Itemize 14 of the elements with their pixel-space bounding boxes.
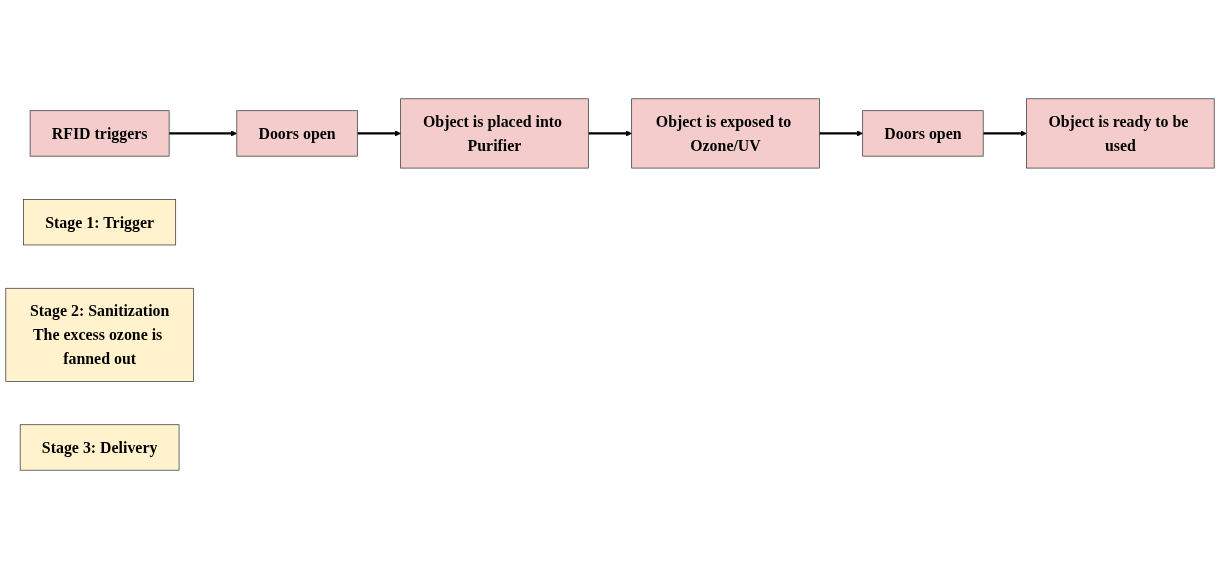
node-box: Object is placed into Purifier: [400, 97, 589, 168]
node-box: Stage 2: Sanitization The excess ozone is fanned out: [5, 287, 194, 382]
node-box: Object is ready to be used: [1026, 97, 1215, 168]
node-box: Doors open: [236, 109, 358, 157]
arrow: [983, 129, 1027, 137]
node-box: Stage 3: Delivery: [19, 423, 180, 471]
arrow: [588, 129, 632, 137]
arrow: [819, 129, 863, 137]
arrow: [169, 129, 238, 137]
node-box: Object is exposed to Ozone/UV: [631, 97, 820, 168]
arrow: [357, 129, 401, 137]
node-box: Stage 1: Trigger: [23, 198, 177, 245]
node-box: Doors open: [862, 109, 984, 157]
node-box: RFID triggers: [29, 109, 170, 157]
